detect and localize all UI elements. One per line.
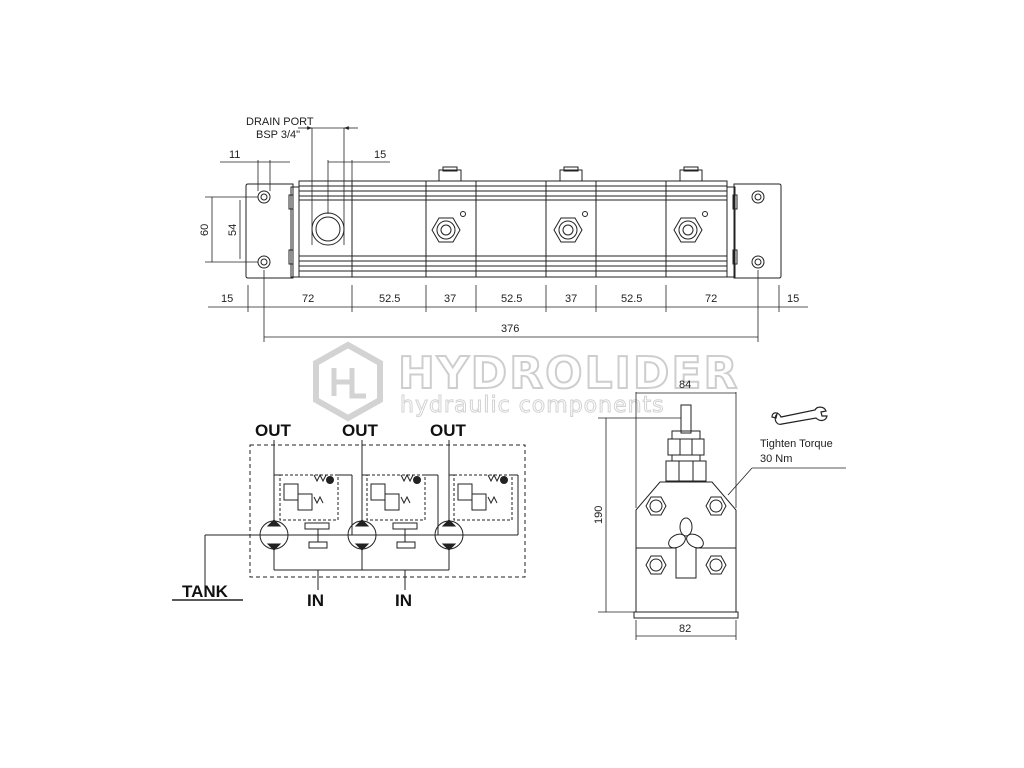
dim-54: 54 [227,224,239,236]
drain-port-icon [311,212,345,246]
bolt-icon [705,496,727,516]
in-label-2: IN [395,591,412,610]
dim-60: 60 [199,224,211,236]
dim-bottom-8: 15 [787,293,799,305]
trefoil-port-icon [668,517,704,549]
relief-valve-icon [449,473,519,536]
top-view [245,166,782,279]
drain-port-thread: BSP 3/4" [256,129,300,141]
hex-fitting-icon [673,211,708,243]
mount-hole-icon [751,190,765,204]
mount-hole-icon [257,255,271,269]
right-flange [733,183,782,279]
relief-valve-icon [274,473,353,535]
wrench-icon [771,406,828,425]
dim-width-bottom: 82 [679,623,691,635]
hydrolider-logo-icon [313,341,383,422]
tank-label: TANK [182,582,229,601]
dim-overall: 376 [501,323,519,335]
out-label-2: OUT [342,421,379,440]
drain-port-label: DRAIN PORT [246,116,314,128]
dim-bottom-6: 52.5 [621,293,642,305]
watermark-brand: HYDROLIDER [398,348,739,399]
side-view-dimensions [598,392,846,640]
hex-fitting-icon [431,211,466,243]
out-label-1: OUT [255,421,292,440]
mount-hole-icon [257,190,271,204]
bolt-icon [705,555,727,575]
dim-15-top: 15 [374,149,386,161]
gear-motor-icon [259,519,289,551]
dim-bottom-4: 52.5 [501,293,522,305]
dim-width-top: 84 [679,379,691,391]
left-flange [245,183,294,279]
top-view-dimensions [205,126,808,342]
watermark: HYDROLIDER hydraulic components [313,341,739,422]
bolt-icon [645,496,667,516]
dim-11: 11 [229,149,240,161]
gear-motor-icon [347,519,377,551]
watermark-tagline: hydraulic components [400,393,665,418]
dim-bottom-5: 37 [565,293,577,305]
hydraulic-schematic [172,440,526,601]
shaft [680,404,692,434]
relief-valve-icon [362,473,439,535]
out-label-3: OUT [430,421,467,440]
side-body [635,481,737,613]
divider-body [298,180,728,278]
in-label-1: IN [307,591,324,610]
mount-hole-icon [751,255,765,269]
dim-bottom-1: 72 [302,293,314,305]
schematic-boundary [249,444,526,578]
dim-height: 190 [593,506,605,524]
torque-value: 30 Nm [760,453,792,465]
torque-label: Tighten Torque [760,438,833,450]
dim-bottom-3: 37 [444,293,456,305]
dim-bottom-2: 52.5 [379,293,400,305]
dim-bottom-7: 72 [705,293,717,305]
hex-fitting-icon [553,211,588,243]
side-view [633,404,739,619]
bolt-icon [645,555,667,575]
dim-bottom-0: 15 [221,293,233,305]
